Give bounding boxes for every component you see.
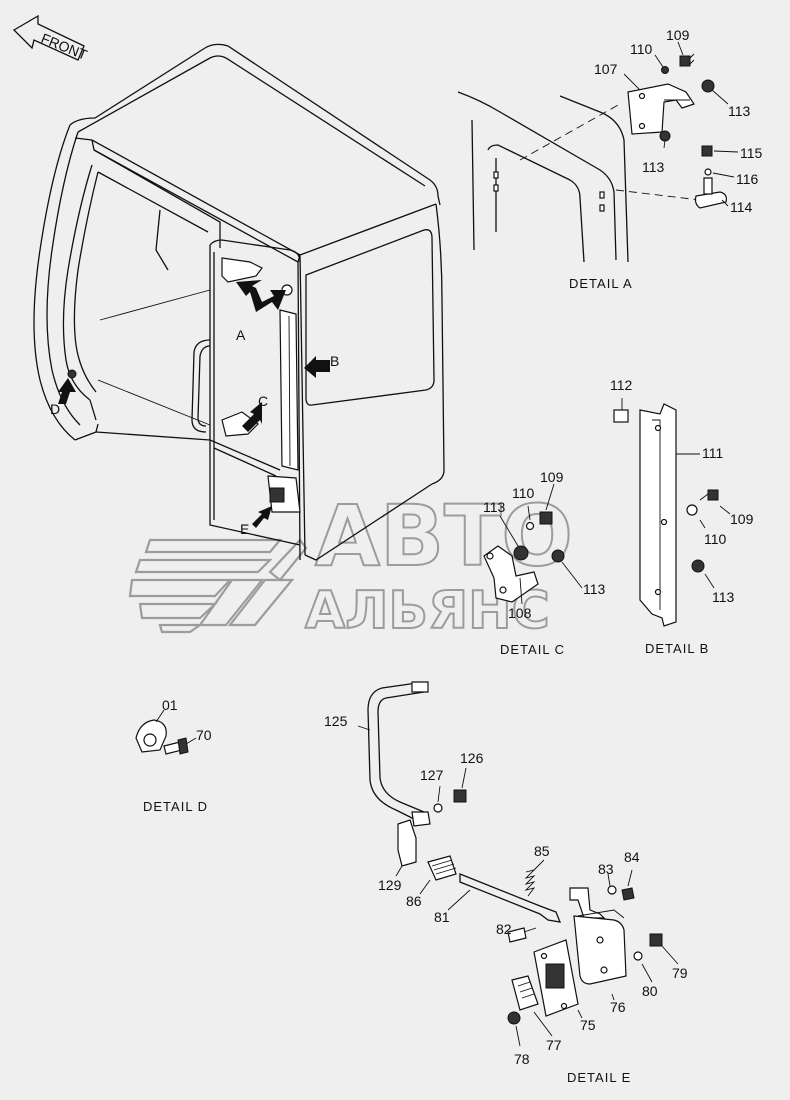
part-79: 79 bbox=[672, 965, 688, 981]
part-113-c: 113 bbox=[712, 589, 735, 605]
part-85: 85 bbox=[534, 843, 550, 859]
part-110-a: 110 bbox=[630, 41, 653, 57]
part-110-c: 110 bbox=[512, 485, 535, 501]
front-label: FRONT bbox=[39, 30, 90, 63]
part-111: 111 bbox=[702, 445, 723, 461]
detail-d-caption: DETAIL D bbox=[143, 799, 208, 814]
view-arrow-a bbox=[236, 280, 286, 312]
part-109-b: 109 bbox=[730, 511, 754, 527]
part-109-c: 109 bbox=[540, 469, 564, 485]
detail-e-caption: DETAIL E bbox=[567, 1070, 631, 1085]
detail-c-drawing bbox=[483, 483, 583, 605]
part-127: 127 bbox=[420, 767, 444, 783]
part-116: 116 bbox=[736, 171, 759, 187]
detail-c-caption: DETAIL C bbox=[500, 642, 565, 657]
part-78: 78 bbox=[514, 1051, 530, 1067]
watermark-logo bbox=[128, 538, 308, 634]
watermark: АВТО АЛЬЯНС bbox=[128, 486, 574, 642]
detail-d-drawing bbox=[135, 709, 197, 755]
part-84: 84 bbox=[624, 849, 640, 865]
part-75: 75 bbox=[580, 1017, 596, 1033]
part-110-b: 110 bbox=[704, 531, 727, 547]
part-115: 115 bbox=[740, 145, 763, 161]
detail-a-drawing bbox=[457, 41, 739, 263]
detail-a-caption: DETAIL A bbox=[569, 276, 633, 291]
detail-b-caption: DETAIL B bbox=[645, 641, 709, 656]
part-109-a: 109 bbox=[666, 27, 690, 43]
view-marker-c: C bbox=[258, 393, 268, 409]
part-129: 129 bbox=[378, 877, 402, 893]
part-126: 126 bbox=[460, 750, 484, 766]
part-01: 01 bbox=[162, 697, 178, 713]
part-113-e: 113 bbox=[583, 581, 606, 597]
view-arrow-b bbox=[304, 356, 330, 378]
part-107: 107 bbox=[594, 61, 618, 77]
part-70: 70 bbox=[196, 727, 212, 743]
part-86: 86 bbox=[406, 893, 422, 909]
part-83: 83 bbox=[598, 861, 614, 877]
view-marker-d: D bbox=[50, 401, 60, 417]
part-113-b: 113 bbox=[642, 159, 665, 175]
part-125: 125 bbox=[324, 713, 348, 729]
part-113-a: 113 bbox=[728, 103, 751, 119]
cab-drawing bbox=[33, 43, 445, 561]
part-108: 108 bbox=[508, 605, 532, 621]
part-76: 76 bbox=[610, 999, 626, 1015]
detail-b-drawing bbox=[613, 398, 731, 627]
part-112: 112 bbox=[610, 377, 633, 393]
part-113-d: 113 bbox=[483, 499, 506, 515]
view-arrow-d bbox=[58, 378, 76, 404]
view-arrow-c bbox=[242, 402, 262, 432]
view-arrow-e bbox=[252, 506, 272, 528]
part-77: 77 bbox=[546, 1037, 562, 1053]
front-arrow: FRONT bbox=[12, 14, 90, 63]
part-80: 80 bbox=[642, 983, 658, 999]
view-marker-b: B bbox=[330, 353, 339, 369]
part-114: 114 bbox=[730, 199, 753, 215]
watermark-line1: АВТО bbox=[315, 487, 573, 585]
view-marker-a: A bbox=[236, 327, 246, 343]
part-82: 82 bbox=[496, 921, 512, 937]
detail-e-drawing bbox=[357, 681, 679, 1047]
view-marker-e: E bbox=[240, 521, 249, 537]
part-81: 81 bbox=[434, 909, 450, 925]
